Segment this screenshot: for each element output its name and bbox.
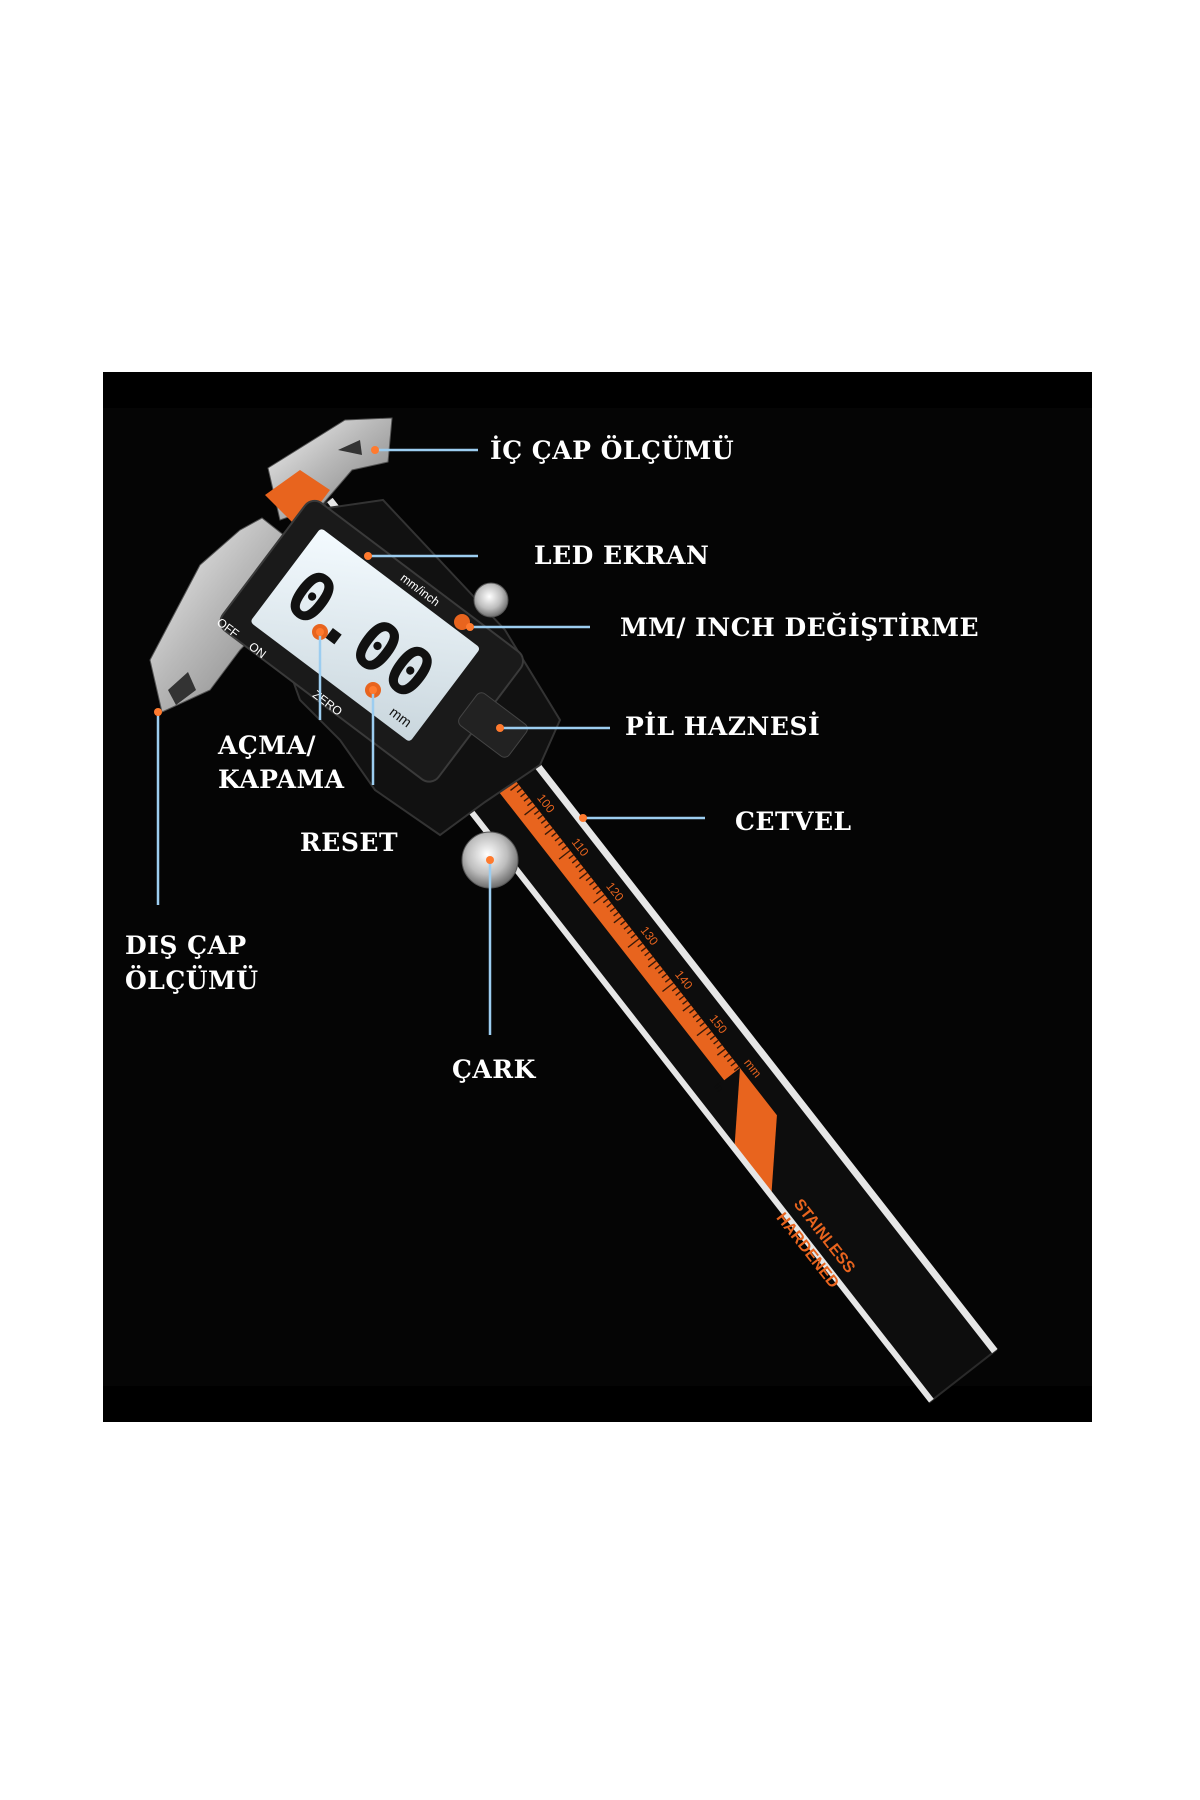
ruler-tick xyxy=(658,969,664,974)
ruler-tick xyxy=(568,854,574,860)
lcd-screen xyxy=(251,529,480,741)
ruler-tick xyxy=(675,991,681,996)
ruler-tick xyxy=(695,1017,702,1023)
mm-inch-button[interactable] xyxy=(454,614,470,630)
ruler-tick xyxy=(578,867,585,873)
ruler-tick xyxy=(682,1004,692,1012)
ruler-tick xyxy=(609,907,616,913)
ruler-tick xyxy=(713,1039,719,1045)
ruler-tick xyxy=(520,792,526,798)
ruler-tick xyxy=(706,1030,712,1036)
ruler-tick xyxy=(662,982,674,993)
ruler-tick xyxy=(589,880,595,886)
ruler-tick xyxy=(644,951,650,957)
ruler-tick xyxy=(510,783,519,792)
ruler-tick xyxy=(689,1008,695,1014)
ruler-tick xyxy=(551,832,557,838)
ruler-tick xyxy=(613,916,623,924)
ruler-tick xyxy=(585,876,592,882)
ruler-tick xyxy=(647,960,657,968)
ruler-tick xyxy=(554,836,561,842)
ruler-tick xyxy=(526,801,533,807)
ruler-tick xyxy=(606,902,612,908)
ruler-tick xyxy=(613,911,619,917)
ruler-tick xyxy=(561,845,568,851)
ruler-tick xyxy=(709,1035,716,1041)
pointer-dots xyxy=(154,446,587,864)
label-mm-inch-switch: MM/ INCH DEĞİŞTİRME xyxy=(620,613,980,642)
ruler-tick xyxy=(733,1066,740,1071)
ruler-tick xyxy=(637,942,643,948)
ruler-tick xyxy=(699,1022,705,1027)
ruler-tick xyxy=(516,788,523,793)
label-reset: RESET xyxy=(300,828,399,857)
label-battery: PİL HAZNESİ xyxy=(625,712,821,741)
ruler-tick xyxy=(595,889,602,895)
ruler-tick xyxy=(579,872,588,880)
ruler-tick xyxy=(592,885,599,891)
ruler-tick xyxy=(558,849,571,860)
lock-screw-icon[interactable] xyxy=(473,582,509,618)
ruler-tick xyxy=(630,933,637,939)
label-outer-diameter-line1: DIŞ ÇAP xyxy=(125,931,247,960)
ruler-tick xyxy=(571,858,578,864)
ruler-tick xyxy=(716,1044,723,1049)
ruler-tick xyxy=(682,999,688,1005)
label-outer-diameter-line2: ÖLÇÜMÜ xyxy=(125,966,259,995)
ruler-tick xyxy=(726,1057,733,1063)
ruler-tick xyxy=(540,819,547,824)
ruler-tick xyxy=(524,805,537,816)
label-inner-diameter: İÇ ÇAP ÖLÇÜMÜ xyxy=(490,436,735,465)
pointer-lines xyxy=(156,448,705,1035)
ruler-tick xyxy=(593,894,605,904)
ruler-tick xyxy=(626,929,633,935)
ruler-tick xyxy=(678,995,685,1001)
ruler-tick xyxy=(654,964,661,970)
label-on-off-line1: AÇMA/ xyxy=(218,731,316,760)
ruler-tick xyxy=(602,898,609,904)
ruler-tick xyxy=(544,827,554,836)
ruler-tick xyxy=(533,810,540,816)
ruler-tick xyxy=(544,823,550,829)
ruler-tick xyxy=(647,955,654,961)
label-thumb-wheel: ÇARK xyxy=(452,1055,536,1084)
battery-cover xyxy=(458,692,528,758)
ruler-tick xyxy=(575,863,581,868)
ruler-tick xyxy=(671,986,678,992)
ruler-tick xyxy=(623,924,630,930)
ruler-tick xyxy=(716,1048,726,1056)
ruler-tick xyxy=(523,796,530,802)
ruler-tick xyxy=(723,1052,730,1058)
ruler-tick xyxy=(537,814,543,820)
ruler-tick xyxy=(692,1013,699,1019)
ruler-tick xyxy=(696,1026,709,1037)
ruler-tick xyxy=(627,938,640,948)
ruler-tick xyxy=(620,920,626,926)
ruler-tick xyxy=(664,977,671,983)
ruler-tick xyxy=(558,841,564,846)
ruler-tick xyxy=(640,947,647,952)
ruler-tick xyxy=(730,1061,736,1067)
label-led-screen: LED EKRAN xyxy=(534,541,710,570)
top-dark-band xyxy=(103,372,1092,408)
label-on-off-line2: KAPAMA xyxy=(218,765,345,794)
ruler-tick xyxy=(661,973,668,979)
label-ruler: CETVEL xyxy=(735,807,852,836)
